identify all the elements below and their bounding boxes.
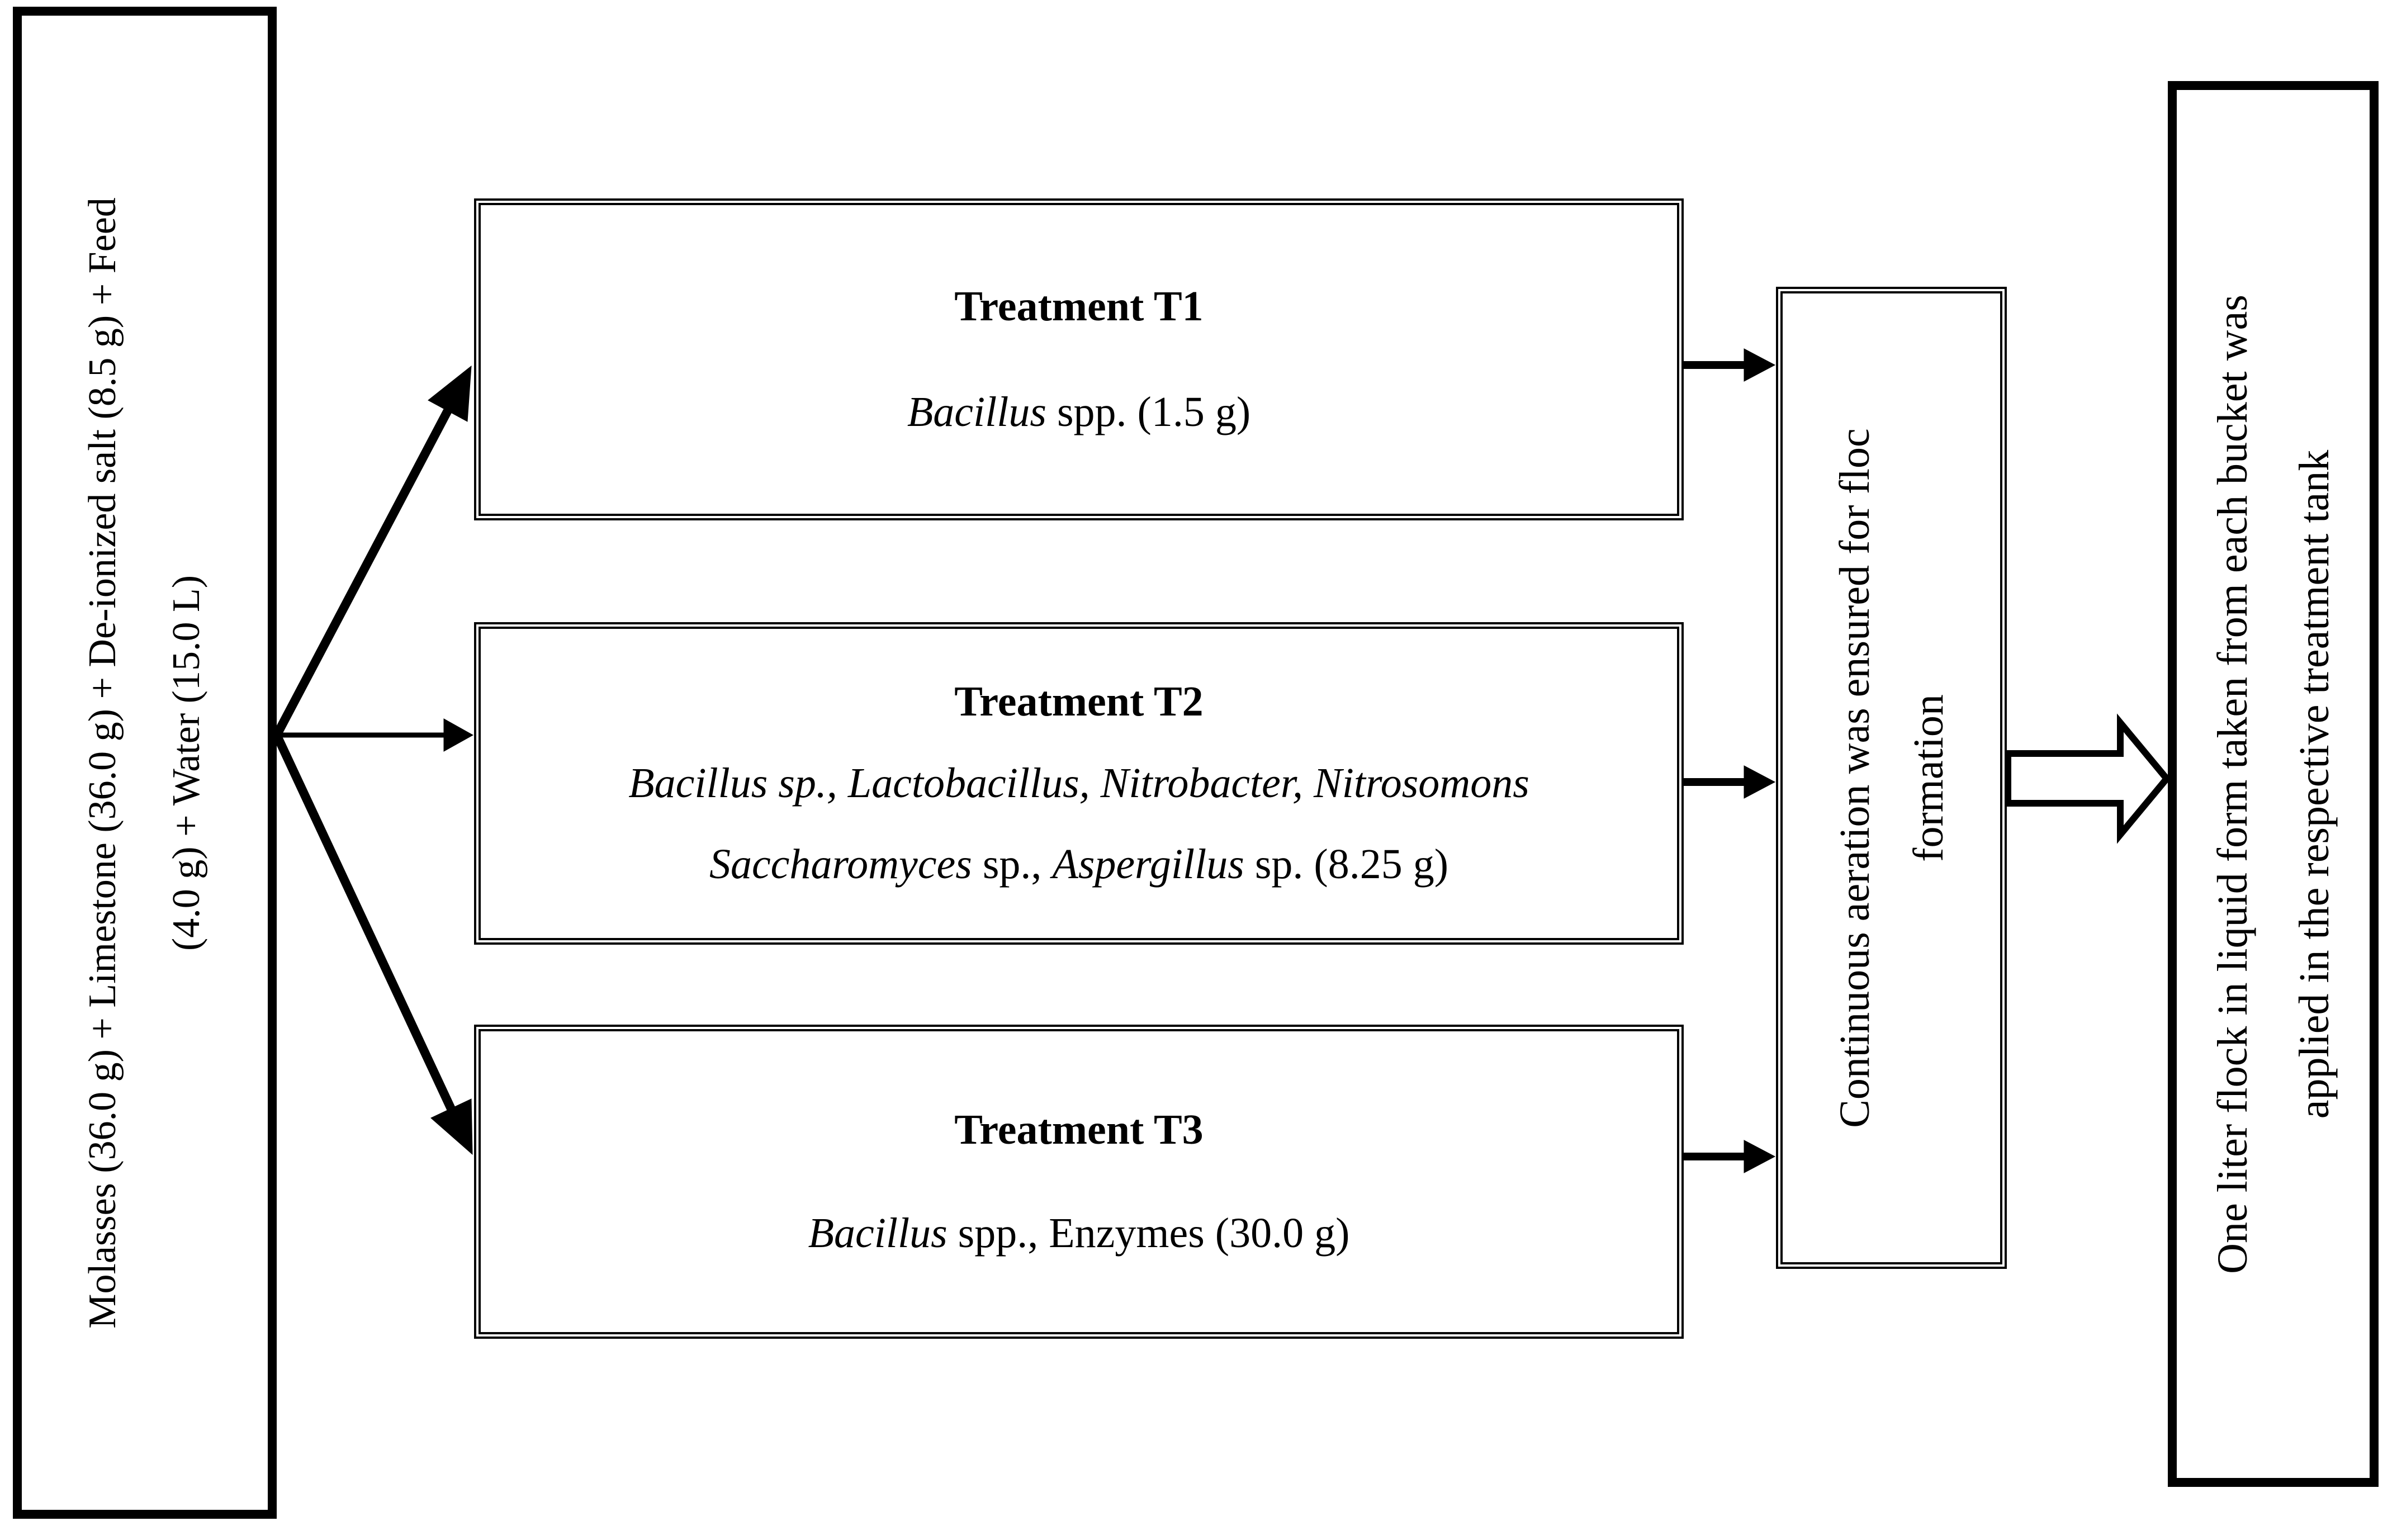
aeration-line-2: formation — [1905, 694, 1952, 862]
fan-arrow-to-t2 — [277, 718, 474, 752]
fan-arrow-to-t1 — [272, 365, 472, 737]
treatment-t2-contents-line-1: Bacillus sp., Lactobacillus, Nitrobacter… — [628, 759, 1529, 807]
arrow-t3-to-aeration — [1684, 1140, 1776, 1173]
treatment-t1-contents: Bacillus spp. (1.5 g) — [907, 388, 1251, 435]
treatment-t1-box: Treatment T1 Bacillus spp. (1.5 g) — [474, 198, 1684, 520]
arrow-t2-to-aeration — [1684, 765, 1776, 799]
treatment-t3-title: Treatment T3 — [954, 1106, 1204, 1153]
aeration-box: Continuous aeration was ensured for floc… — [1776, 287, 2007, 1269]
aeration-text: Continuous aeration was ensured for floc… — [1818, 297, 1965, 1259]
treatment-t3-box: Treatment T3 Bacillus spp., Enzymes (30.… — [474, 1025, 1684, 1339]
output-line-2: applied in the respective treatment tank — [2290, 449, 2338, 1119]
aeration-line-1: Continuous aeration was ensured for floc — [1831, 428, 1878, 1128]
ingredients-box: Molasses (36.0 g) + Limestone (36.0 g) +… — [13, 7, 277, 1519]
fan-arrow-to-t3 — [272, 733, 473, 1155]
treatment-t1-title: Treatment T1 — [954, 282, 1204, 330]
output-text: One liter flock in liquid form taken fro… — [2192, 91, 2355, 1477]
output-line-1: One liter flock in liquid form taken fro… — [2209, 294, 2256, 1274]
ingredients-text: Molasses (36.0 g) + Limestone (36.0 g) +… — [61, 25, 229, 1501]
treatment-t2-box: Treatment T2 Bacillus sp., Lactobacillus… — [474, 622, 1684, 945]
treatment-t2-contents-line-2: Saccharomyces sp., Aspergillus sp. (8.25… — [709, 841, 1449, 888]
ingredients-line-2: (4.0 g) + Water (15.0 L) — [165, 575, 208, 951]
block-arrow-to-output — [2005, 713, 2171, 844]
treatment-t2-title: Treatment T2 — [954, 678, 1204, 726]
treatment-t3-contents: Bacillus spp., Enzymes (30.0 g) — [808, 1210, 1350, 1257]
ingredients-line-1: Molasses (36.0 g) + Limestone (36.0 g) +… — [81, 197, 124, 1329]
arrow-t1-to-aeration — [1684, 348, 1776, 382]
output-box: One liter flock in liquid form taken fro… — [2168, 81, 2379, 1487]
